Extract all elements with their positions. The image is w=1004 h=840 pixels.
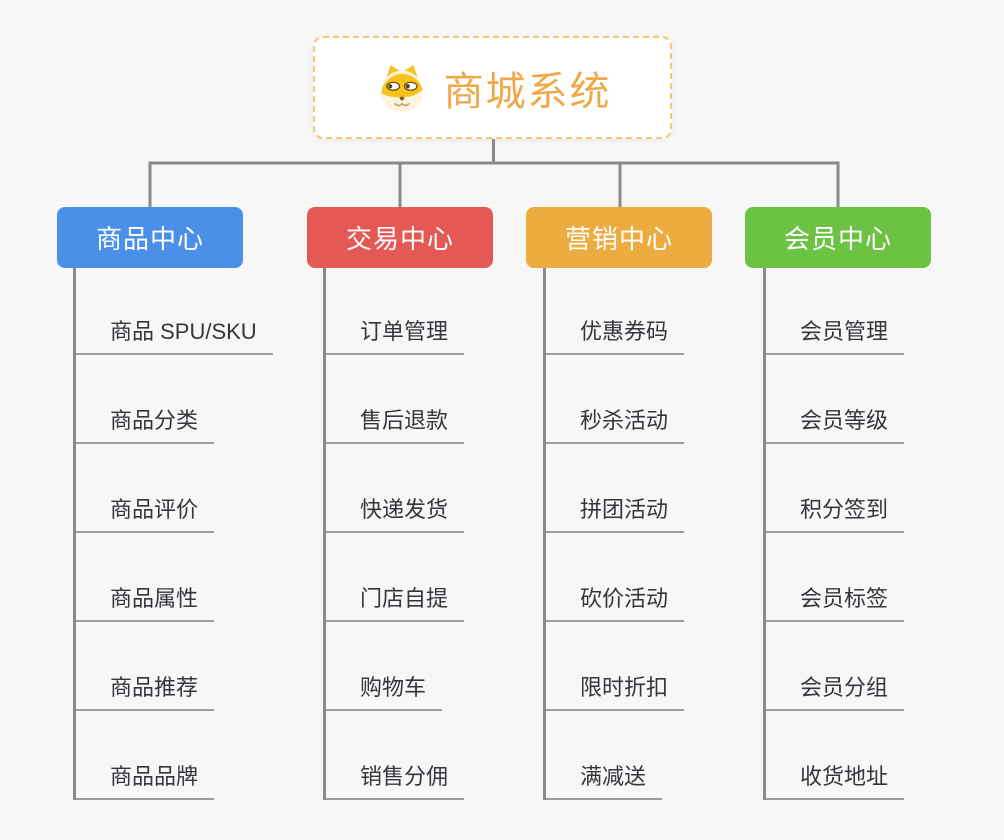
topic-node[interactable]: 商品 SPU/SKU — [76, 317, 273, 355]
topic-node[interactable]: 秒杀活动 — [546, 406, 685, 444]
topic-node[interactable]: 商品推荐 — [76, 673, 215, 711]
topic-node[interactable]: 商品分类 — [76, 406, 215, 444]
topic-node[interactable]: 商品评价 — [76, 495, 215, 533]
topic-node[interactable]: 商品品牌 — [76, 762, 215, 800]
topic-node[interactable]: 售后退款 — [326, 406, 465, 444]
doge-icon — [380, 64, 423, 112]
branch-node-goods-center[interactable]: 商品中心 — [57, 207, 243, 268]
branch-label: 营销中心 — [564, 224, 673, 254]
root-node[interactable]: 商城系统 — [313, 36, 672, 139]
topic-node[interactable]: 购物车 — [326, 673, 443, 711]
topic-node[interactable]: 会员分组 — [766, 673, 905, 711]
topic-node[interactable]: 拼团活动 — [546, 495, 685, 533]
topic-node[interactable]: 商品属性 — [76, 584, 215, 622]
topic-node[interactable]: 会员管理 — [766, 317, 905, 355]
topic-node[interactable]: 砍价活动 — [546, 584, 685, 622]
topic-node[interactable]: 满减送 — [546, 762, 663, 800]
topic-node[interactable]: 订单管理 — [326, 317, 465, 355]
topic-node[interactable]: 优惠券码 — [546, 317, 685, 355]
topic-node[interactable]: 快递发货 — [326, 495, 465, 533]
topic-node[interactable]: 积分签到 — [766, 495, 905, 533]
topic-node[interactable]: 销售分佣 — [326, 762, 465, 800]
branch-label: 商品中心 — [95, 224, 204, 254]
topic-node[interactable]: 限时折扣 — [546, 673, 685, 711]
branch-children-trade-center: 订单管理 售后退款 快递发货 门店自提 购物车 销售分佣 — [323, 266, 465, 800]
topic-node[interactable]: 会员标签 — [766, 584, 905, 622]
branch-children-member-center: 会员管理 会员等级 积分签到 会员标签 会员分组 收货地址 — [763, 266, 905, 800]
topic-node[interactable]: 门店自提 — [326, 584, 465, 622]
topic-node[interactable]: 会员等级 — [766, 406, 905, 444]
branch-label: 交易中心 — [345, 224, 454, 254]
branch-children-goods-center: 商品 SPU/SKU 商品分类 商品评价 商品属性 商品推荐 商品品牌 — [73, 266, 273, 800]
branch-node-member-center[interactable]: 会员中心 — [745, 207, 931, 268]
branch-children-marketing-center: 优惠券码 秒杀活动 拼团活动 砍价活动 限时折扣 满减送 — [543, 266, 685, 800]
root-title: 商城系统 — [443, 69, 612, 114]
branch-node-trade-center[interactable]: 交易中心 — [307, 207, 493, 268]
topic-node[interactable]: 收货地址 — [766, 762, 905, 800]
branch-label: 会员中心 — [783, 224, 892, 254]
branch-node-marketing-center[interactable]: 营销中心 — [526, 207, 712, 268]
